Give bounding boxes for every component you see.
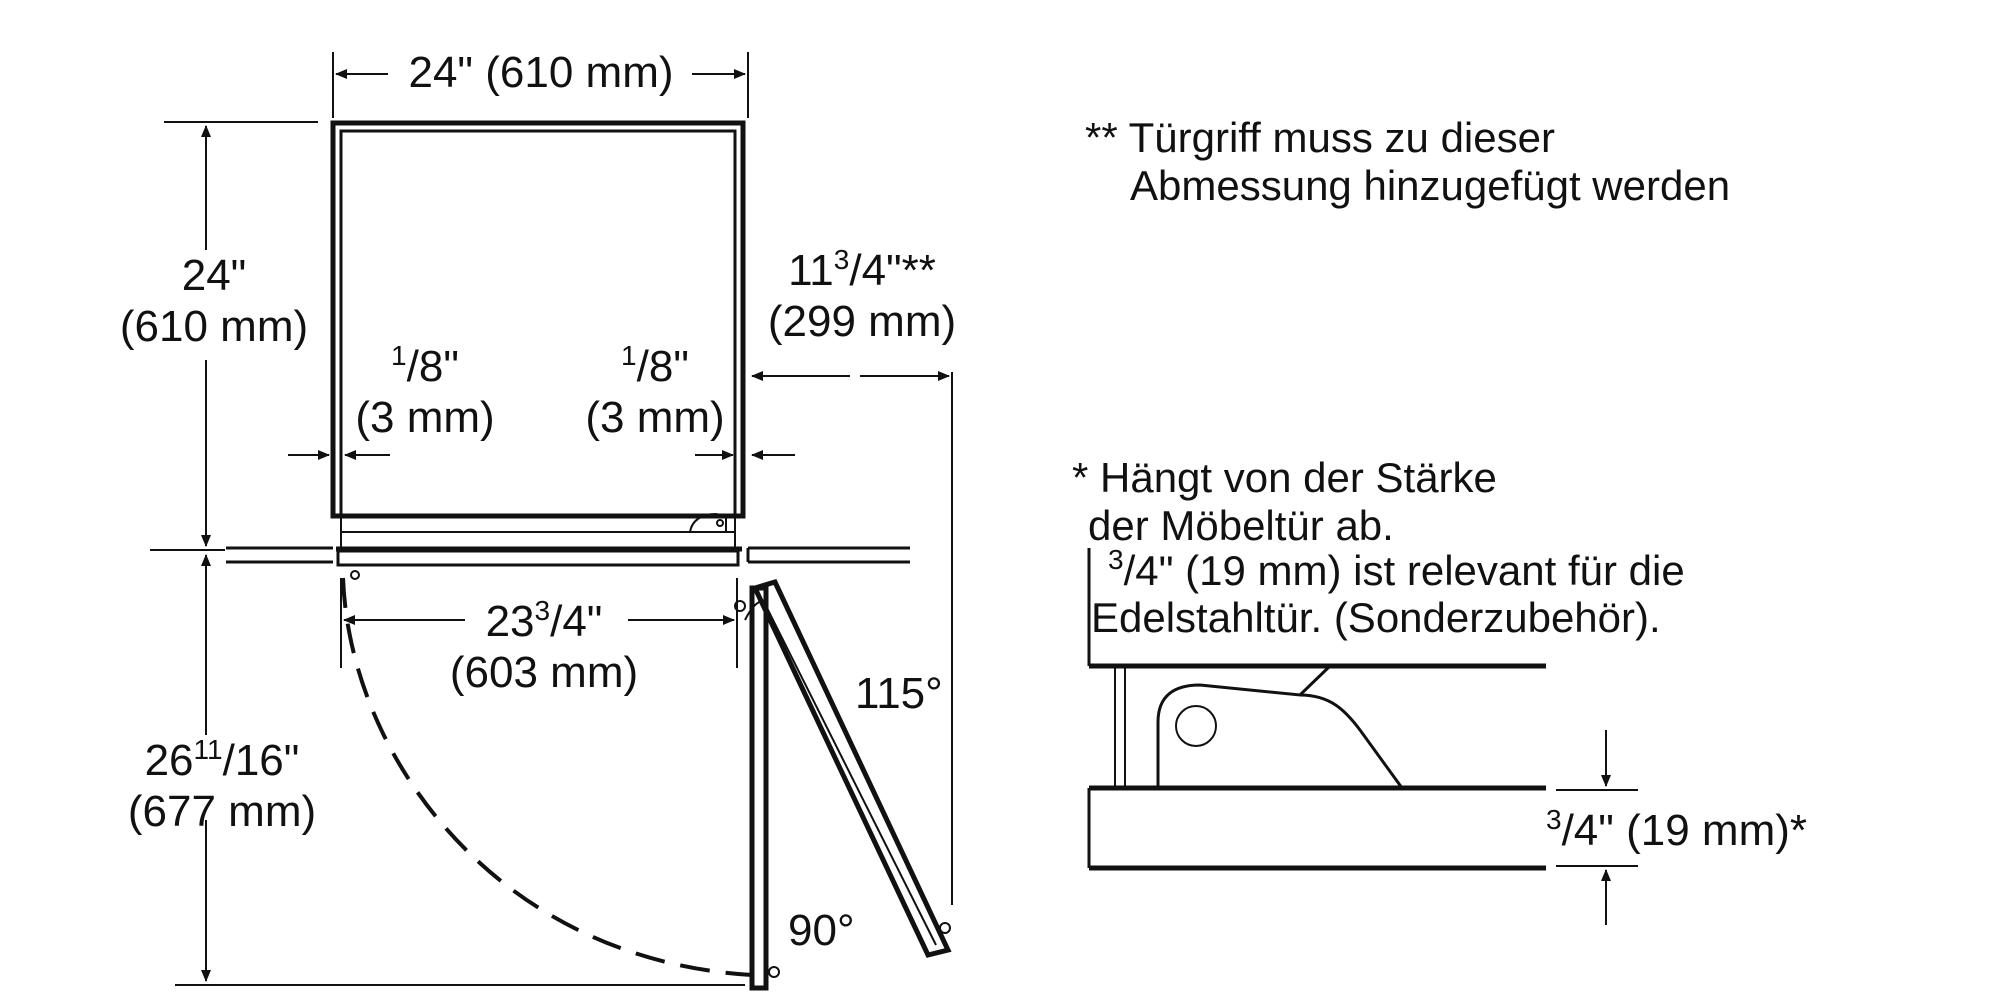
label-handle-fraction: 113/4"**: [788, 244, 936, 295]
door-90-pin-icon: [768, 966, 780, 978]
label-gap-right-fraction: 1/8": [621, 340, 689, 391]
detail-hinge-body: [1156, 664, 1404, 789]
appliance-plan-view: [226, 120, 952, 991]
door-open-inner-edge: [762, 599, 937, 946]
label-angle-115: 115°: [855, 669, 943, 718]
label-gap-left-fraction: 1/8": [391, 340, 459, 391]
label-gap-left-mm: (3 mm): [355, 393, 494, 442]
appliance-inner-outline: [339, 129, 737, 518]
label-detail-thickness: 3/4" (19 mm)*: [1546, 804, 1807, 855]
label-inner-fraction: 233/4": [486, 595, 603, 646]
door-90-panel: [749, 585, 769, 991]
door-swing-arc: [341, 577, 753, 977]
label-left-height-mm: (610 mm): [120, 302, 308, 351]
hinge-pin-left-icon: [350, 570, 360, 580]
label-gap-right-mm: (3 mm): [585, 393, 724, 442]
note-thickness-line4: Edelstahltür. (Sonderzubehör).: [1091, 594, 1661, 641]
door-open-tip-pin-icon: [939, 922, 951, 934]
door-panel-closed: [336, 549, 740, 567]
dimension-labels: 24" (610 mm) 24" (610 mm) 1/8" (3 mm) 1/…: [120, 48, 956, 955]
dimension-lines: [150, 52, 953, 986]
door-open-panel: [751, 578, 952, 958]
note-thickness-line1: * Hängt von der Stärke: [1072, 454, 1497, 501]
label-handle-mm: (299 mm): [768, 297, 956, 346]
label-depth-fraction: 2611/16": [145, 734, 300, 785]
label-top-width: 24" (610 mm): [408, 48, 673, 97]
appliance-outer-outline: [330, 120, 746, 519]
hinge-pin-icon: [716, 519, 724, 527]
note-thickness-line3: 3/4" (19 mm) ist relevant für die: [1108, 544, 1685, 594]
label-depth-mm: (677 mm): [128, 787, 316, 836]
notes: ** Türgriff muss zu dieser Abmessung hin…: [1072, 114, 1730, 641]
note-handle-line1: ** Türgriff muss zu dieser: [1085, 114, 1555, 161]
note-handle-line2: Abmessung hinzugefügt werden: [1130, 162, 1730, 209]
label-angle-90: 90°: [788, 906, 855, 955]
label-inner-mm: (603 mm): [450, 648, 638, 697]
label-left-height-in: 24": [182, 251, 247, 300]
detail-hinge-pivot-icon: [1175, 705, 1217, 747]
door-open-hinge-pin-icon: [734, 600, 746, 612]
note-thickness-line2: der Möbeltür ab.: [1088, 502, 1394, 549]
hinge-small-icon: [688, 512, 727, 533]
hinge-detail: 3/4" (19 mm)*: [1087, 548, 1807, 925]
